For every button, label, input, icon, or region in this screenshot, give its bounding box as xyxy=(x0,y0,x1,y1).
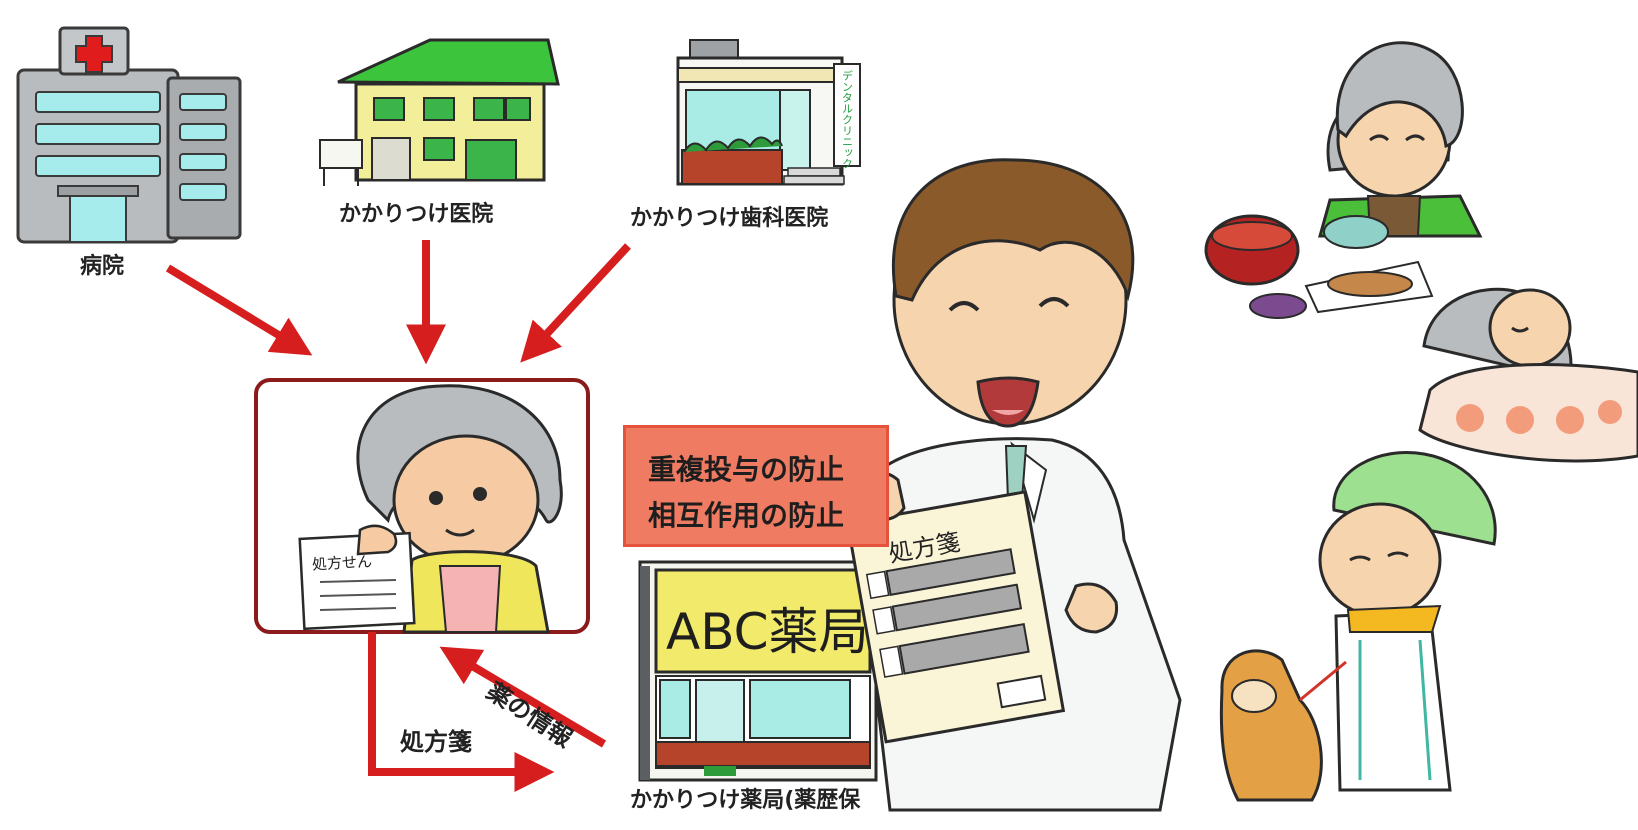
dental-sign-text: デンタルクリニック xyxy=(841,69,854,169)
benefits-box: 重複投与の防止 相互作用の防止 xyxy=(623,425,889,547)
hospital-illustration xyxy=(16,26,242,244)
flow-arrows xyxy=(368,632,607,792)
referral-arrows xyxy=(165,240,631,365)
elderly-eating-illustration xyxy=(1204,41,1483,319)
pharmacy-caption: かかりつけ薬局(薬歴保 xyxy=(630,788,861,813)
prescription-flow-label: 処方箋 xyxy=(400,728,472,756)
benefit-interaction-prevention: 相互作用の防止 xyxy=(648,499,845,532)
family-clinic-illustration xyxy=(319,38,560,186)
benefit-duplicate-prevention: 重複投与の防止 xyxy=(648,453,845,486)
elderly-sleeping-illustration xyxy=(1418,287,1638,463)
dental-clinic-illustration: デンタルクリニック xyxy=(676,39,861,186)
patient-panel xyxy=(254,378,590,634)
dental-clinic-label: かかりつけ歯科医院 xyxy=(630,206,829,231)
family-clinic-label: かかりつけ医院 xyxy=(339,202,494,227)
hospital-label: 病院 xyxy=(80,254,125,279)
patient-prescription-note: 処方せん xyxy=(311,552,373,574)
pharmacist-illustration xyxy=(845,158,1182,812)
elderly-walking-dog-illustration xyxy=(1219,451,1497,802)
pharmacy-sign: ABC薬局 xyxy=(666,603,869,661)
